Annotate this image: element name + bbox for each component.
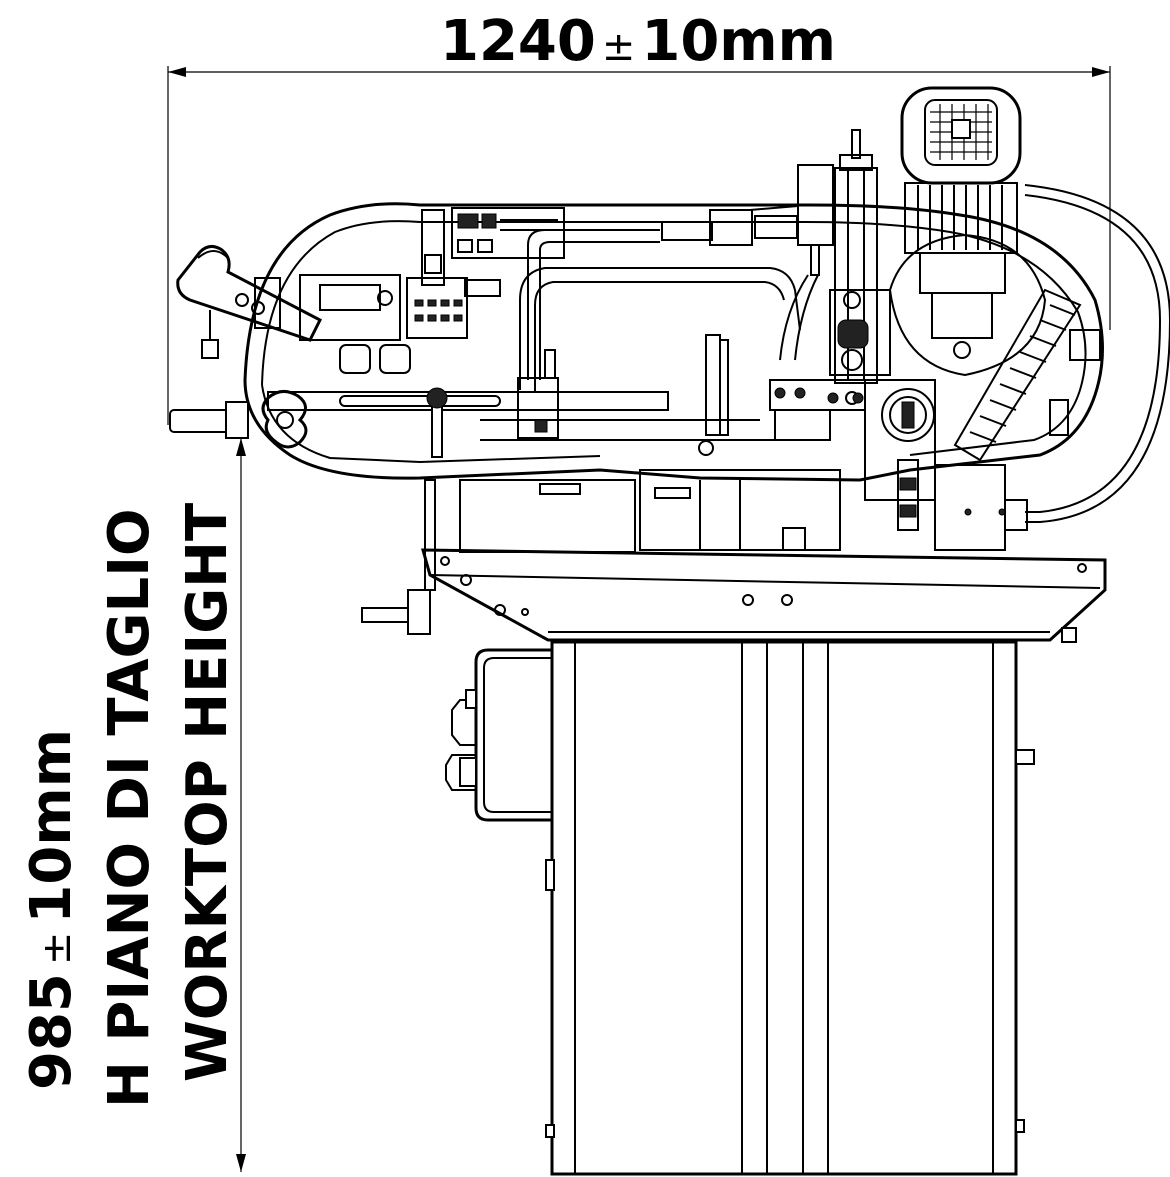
motor — [900, 86, 1022, 359]
height-arrow-bottom — [236, 1154, 246, 1172]
width-dimension-label: 1240±10mm — [440, 9, 836, 74]
hydraulic-cylinder — [527, 129, 1170, 531]
work-table — [361, 479, 1107, 643]
base-cabinet — [545, 640, 1035, 1176]
tension-spring — [953, 288, 1082, 462]
height-dimension: 985±10mm H PIANO DI TAGLIO WORKTOP HEIGH… — [19, 438, 246, 1172]
height-label-italian: H PIANO DI TAGLIO — [97, 508, 162, 1108]
panel-symbols — [414, 299, 463, 322]
control-panel — [254, 207, 565, 458]
side-control-box — [445, 648, 552, 822]
width-arrow-left — [168, 67, 186, 77]
vise-assembly — [459, 469, 841, 553]
operator-handle — [169, 245, 323, 449]
drive-wheel-and-tension — [769, 233, 1101, 551]
cabinet-body — [550, 640, 1018, 1176]
width-dimension: 1240±10mm — [167, 9, 1111, 425]
blade-bow — [243, 202, 1104, 482]
height-arrow-top — [236, 438, 246, 456]
height-dimension-value: 985±10mm — [19, 729, 84, 1090]
height-label-english: WORKTOP HEIGHT — [175, 503, 240, 1082]
blade-guide — [517, 334, 729, 456]
width-arrow-right — [1092, 67, 1110, 77]
